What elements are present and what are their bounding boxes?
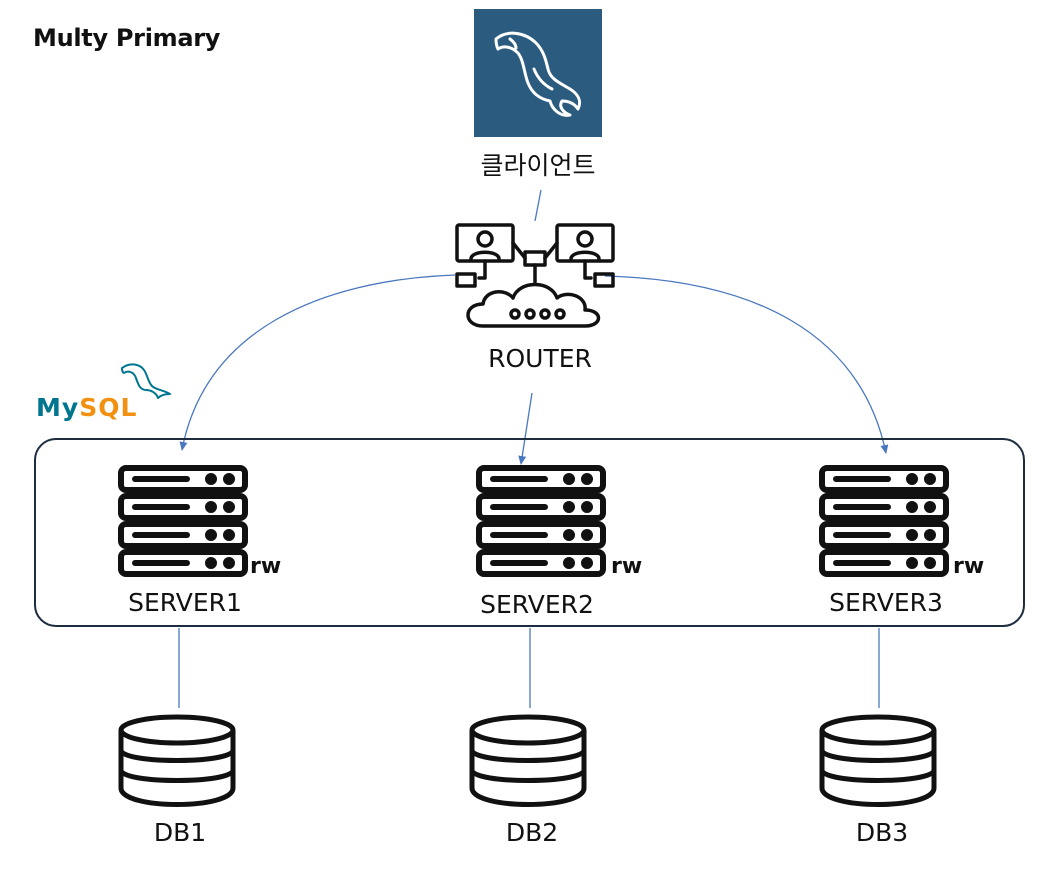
server1-mode: rw bbox=[250, 554, 282, 579]
server2-label: SERVER2 bbox=[480, 590, 594, 619]
client-label: 클라이언트 bbox=[480, 151, 596, 180]
mysql-logo: MySQL bbox=[36, 360, 176, 422]
server3-label: SERVER3 bbox=[829, 588, 943, 617]
router-network-icon bbox=[455, 223, 615, 328]
mysql-dolphin-icon bbox=[121, 363, 171, 399]
mysql-dolphin-tile-icon bbox=[474, 9, 602, 137]
db3-icon bbox=[819, 714, 937, 807]
server-cluster bbox=[34, 438, 1025, 627]
server2-mode: rw bbox=[611, 554, 643, 579]
server1-icon bbox=[118, 465, 248, 577]
db2-label: DB2 bbox=[505, 818, 559, 847]
server1-label: SERVER1 bbox=[128, 588, 242, 617]
server3-icon bbox=[819, 465, 949, 577]
mysql-logo-text: MySQL bbox=[36, 393, 138, 422]
client-router-line bbox=[534, 189, 542, 222]
server3-mode: rw bbox=[953, 554, 985, 579]
db1-label: DB1 bbox=[153, 818, 207, 847]
mysql-logo-sql-text: SQL bbox=[79, 393, 138, 422]
router-server3-arrow bbox=[604, 275, 889, 454]
db3-label: DB3 bbox=[855, 818, 909, 847]
page-title: Multy Primary bbox=[33, 24, 221, 52]
router-server1-arrow bbox=[179, 274, 456, 451]
server2-icon bbox=[476, 465, 606, 577]
router-label: ROUTER bbox=[488, 344, 592, 373]
db2-icon bbox=[469, 714, 587, 807]
router-server2-arrow bbox=[518, 392, 533, 465]
db1-icon bbox=[118, 714, 236, 807]
